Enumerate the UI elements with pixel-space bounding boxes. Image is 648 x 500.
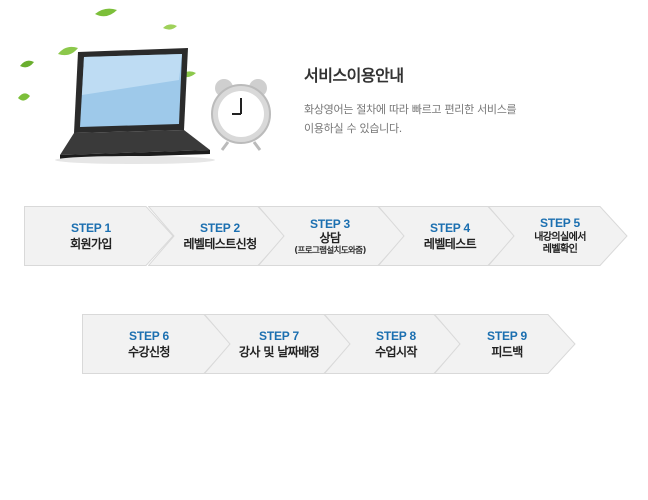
step-label: 상담 [319, 230, 341, 245]
step-label: 강사 및 날짜배정 [238, 344, 320, 359]
page-title: 서비스이용안내 [304, 66, 404, 85]
step-number: STEP 3 [310, 216, 350, 231]
step-9: STEP 9 피드백 [434, 314, 576, 374]
step-label: 수강신청 [128, 344, 170, 359]
step-number: STEP 2 [200, 220, 240, 235]
description-line: 이용하실 수 있습니다. [304, 122, 402, 135]
step-number: STEP 7 [259, 328, 299, 343]
step-5: STEP 5 내강의실에서 레벨확인 [488, 206, 628, 266]
service-guide-header: 서비스이용안내 화상영어는 절차에 따라 빠르고 편리한 서비스를 이용하실 수… [0, 0, 648, 200]
step-arrow-shape [24, 206, 174, 266]
step-label: 수업시작 [375, 344, 417, 359]
step-number: STEP 5 [540, 216, 580, 230]
step-label: 피드백 [491, 344, 523, 359]
step-label: 레벨확인 [542, 244, 578, 255]
description-line: 화상영어는 절차에 따라 빠르고 편리한 서비스를 [304, 103, 517, 116]
alarm-clock-icon [211, 79, 271, 151]
hero-illustration [18, 8, 271, 164]
step-label: 레벨테스트 [423, 236, 477, 251]
step-1: STEP 1 회원가입 [24, 206, 174, 266]
step-number: STEP 1 [71, 220, 111, 235]
step-number: STEP 4 [430, 220, 470, 235]
step-label: 회원가입 [70, 236, 112, 251]
step-arrow-shape [488, 206, 628, 266]
step-arrow-shape [434, 314, 576, 374]
step-label: 내강의실에서 [534, 232, 586, 243]
step-label: 레벨테스트신청 [183, 236, 257, 251]
step-number: STEP 9 [487, 328, 527, 343]
step-number: STEP 6 [129, 328, 169, 343]
step-4: STEP 4 레벨테스트 [378, 206, 516, 266]
step-number: STEP 8 [376, 328, 416, 343]
step-7: STEP 7 강사 및 날짜배정 [204, 314, 352, 374]
laptop-icon [55, 48, 215, 164]
step-sublabel: (프로그램설치도와줌) [294, 245, 366, 256]
service-description: 화상영어는 절차에 따라 빠르고 편리한 서비스를 이용하실 수 있습니다. [304, 100, 564, 138]
